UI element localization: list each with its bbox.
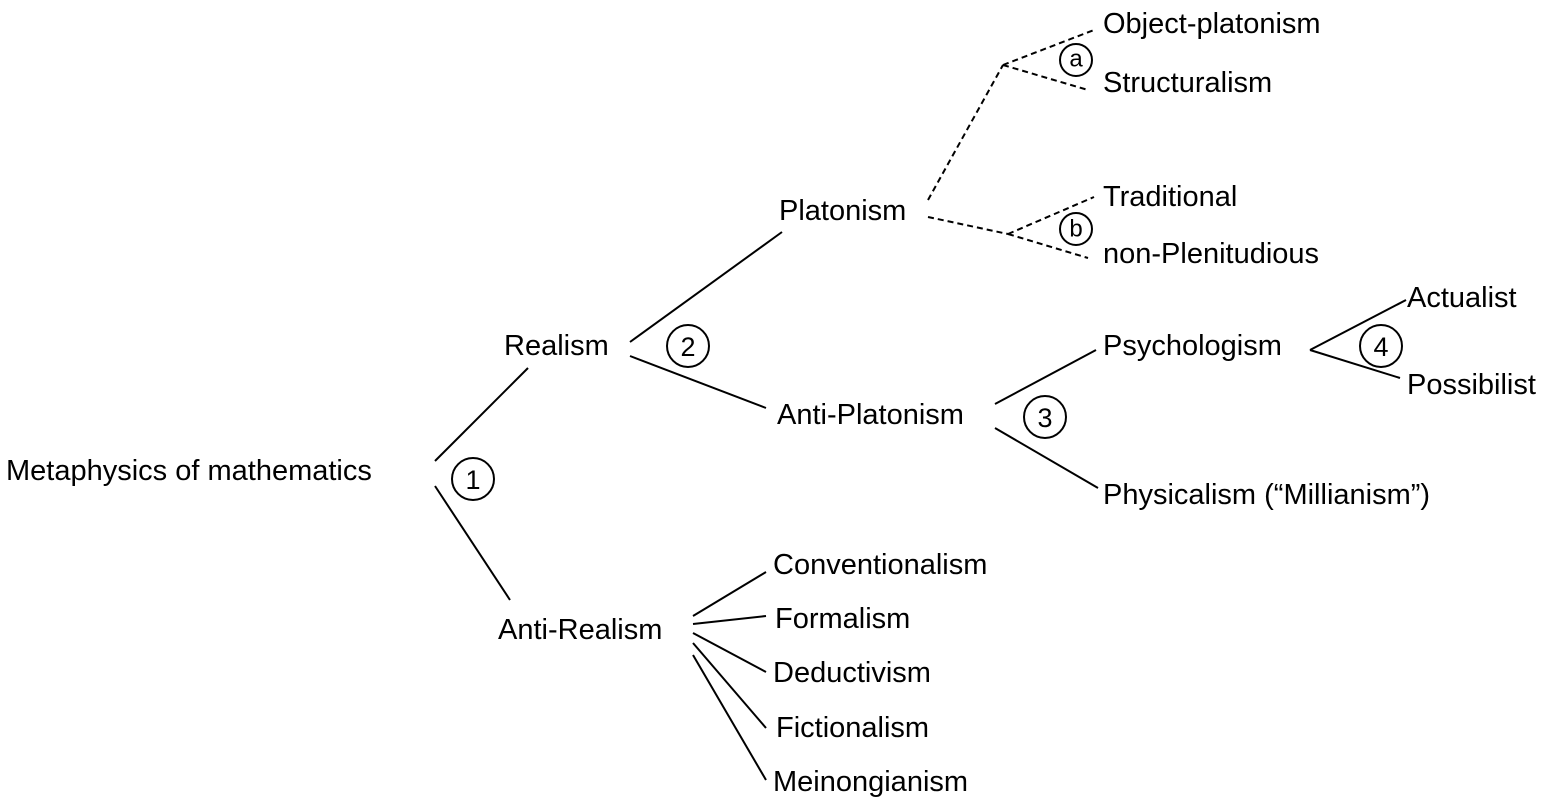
node-deductivism: Deductivism (773, 657, 931, 689)
marker-4: 4 (1359, 324, 1403, 368)
marker-2-label: 2 (680, 332, 695, 362)
edge-psychologism-possibilist (1309, 349, 1401, 379)
edge-hub-b-traditional (1007, 196, 1095, 235)
node-physicalism: Physicalism (“Millianism”) (1103, 479, 1430, 511)
node-fictionalism: Fictionalism (776, 712, 929, 744)
node-realism: Realism (504, 330, 609, 362)
marker-3: 3 (1023, 395, 1067, 439)
node-meinongianism: Meinongianism (773, 766, 968, 798)
marker-1-label: 1 (465, 465, 480, 495)
node-platonism: Platonism (779, 195, 906, 227)
edges-solid (434, 231, 1407, 781)
edge-root-anti-realism (434, 485, 511, 601)
marker-4-label: 4 (1373, 332, 1388, 362)
edge-anti-platonism-physicalism (994, 427, 1099, 489)
edge-anti-realism-conventionalism (692, 571, 767, 617)
node-traditional: Traditional (1103, 181, 1237, 213)
marker-a-label: a (1069, 46, 1083, 73)
marker-3-label: 3 (1037, 403, 1052, 433)
node-non-plenitudious: non-Plenitudious (1103, 238, 1319, 270)
edge-root-realism (434, 367, 529, 462)
marker-1: 1 (451, 457, 495, 501)
edge-anti-platonism-psychologism (994, 349, 1097, 405)
node-conventionalism: Conventionalism (773, 549, 987, 581)
marker-2: 2 (666, 324, 710, 368)
node-actualist: Actualist (1407, 282, 1517, 314)
edge-realism-anti-platonism (629, 355, 767, 409)
edge-hub-b-non-plenitudious (1007, 233, 1089, 259)
marker-b: b (1059, 212, 1093, 246)
node-formalism: Formalism (775, 603, 910, 635)
edge-platonism-hub-a (927, 64, 1004, 201)
edge-hub-a-structuralism (1002, 64, 1089, 91)
node-object-platonism: Object-platonism (1103, 8, 1321, 40)
edge-platonism-hub-b (927, 216, 1009, 235)
edge-anti-realism-formalism (692, 615, 767, 625)
edge-hub-a-object-platonism (1002, 29, 1095, 66)
branch-markers: 1 2 3 4 a b (451, 43, 1403, 501)
node-labels: Metaphysics of mathematics Realism Anti-… (6, 8, 1536, 798)
edge-psychologism-actualist (1309, 299, 1407, 351)
marker-b-label: b (1069, 216, 1082, 243)
node-possibilist: Possibilist (1407, 369, 1536, 401)
edge-anti-realism-meinongianism (692, 654, 767, 781)
marker-a: a (1059, 43, 1093, 77)
node-root: Metaphysics of mathematics (6, 455, 372, 487)
edge-realism-platonism (629, 231, 783, 343)
node-anti-realism: Anti-Realism (498, 614, 662, 646)
node-psychologism: Psychologism (1103, 330, 1282, 362)
edge-anti-realism-deductivism (692, 632, 767, 673)
node-anti-platonism: Anti-Platonism (777, 399, 964, 431)
node-structuralism: Structuralism (1103, 67, 1272, 99)
edges-dashed (927, 29, 1095, 259)
edge-anti-realism-fictionalism (692, 642, 767, 729)
